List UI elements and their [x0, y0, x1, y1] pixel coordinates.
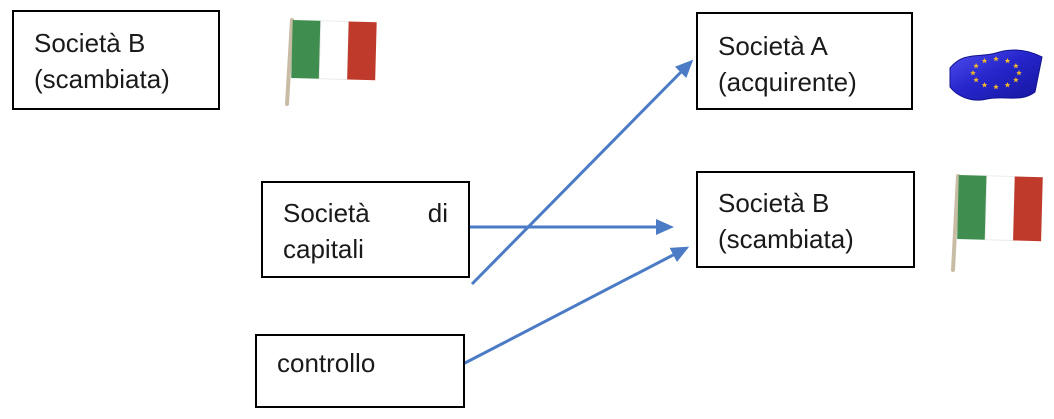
eu-flag-icon [949, 49, 1043, 101]
italy-flag-icon [951, 174, 1043, 272]
box-label-line2: capitali [283, 234, 364, 264]
box-label-line1: Società B [34, 28, 146, 58]
box-societa-b-scambiata-left: Società B (scambiata) [12, 10, 220, 110]
box-controllo: controllo [255, 334, 465, 408]
box-label-line1: Società A [718, 31, 828, 61]
box-label-line1: Società B [718, 188, 830, 218]
arrow-capitali-to-societa-a [470, 59, 694, 286]
box-label-line1: Società di [263, 195, 468, 231]
box-label-line1: controllo [277, 348, 376, 378]
box-label-line2: (scambiata) [718, 224, 854, 254]
box-label-line2: (acquirente) [718, 67, 857, 97]
italy-flag-icon [285, 18, 377, 106]
box-label-word: Società [283, 198, 370, 228]
box-societa-di-capitali: Società di capitali [261, 181, 470, 278]
box-societa-b-scambiata-right: Società B (scambiata) [696, 171, 915, 268]
box-societa-a-acquirente: Società A (acquirente) [696, 12, 913, 110]
box-label-word: di [427, 198, 448, 228]
arrow-controllo-to-societa-b [462, 246, 690, 366]
box-label-line2: (scambiata) [34, 64, 170, 94]
